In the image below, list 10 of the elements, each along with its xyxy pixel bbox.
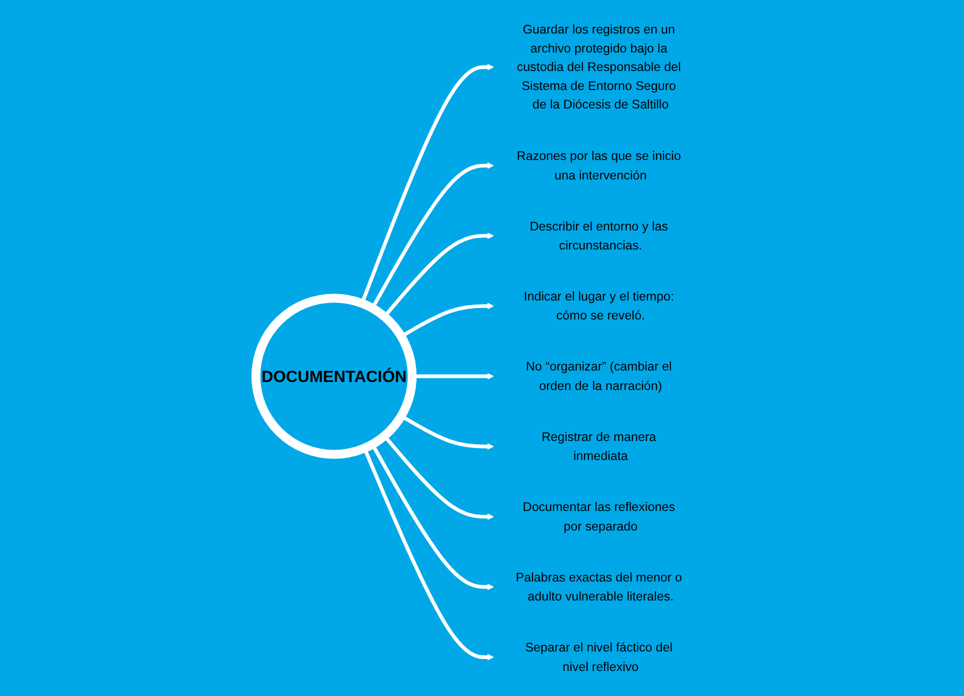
node-text: Describir el entorno y las circunstancias. [530,219,668,252]
node-text: Razones por las que se inicio una intervención [516,148,682,182]
node-text: Documentar las reflexiones por separado [522,500,676,533]
node-text: Registrar de manera inmediata [542,430,656,463]
node-text: Separar el nivel fáctico del nivel reflexivo [525,640,673,674]
node-text: No “organizar” (cambiar el orden de la narración) [526,360,672,393]
node-circle: DOCUMENTACIÓN [252,294,417,459]
node-text: Palabras exactas del menor o adulto vulnerable literales. [516,570,682,604]
node-text: Guardar los registros en un archivo protegido bajo la custodia del Responsable del Sistema de Entorno Seguro de la Diócesis de Saltillo [516,22,682,112]
node-text: Indicar el lugar y el tiempo: cómo se reveló. [524,289,674,322]
